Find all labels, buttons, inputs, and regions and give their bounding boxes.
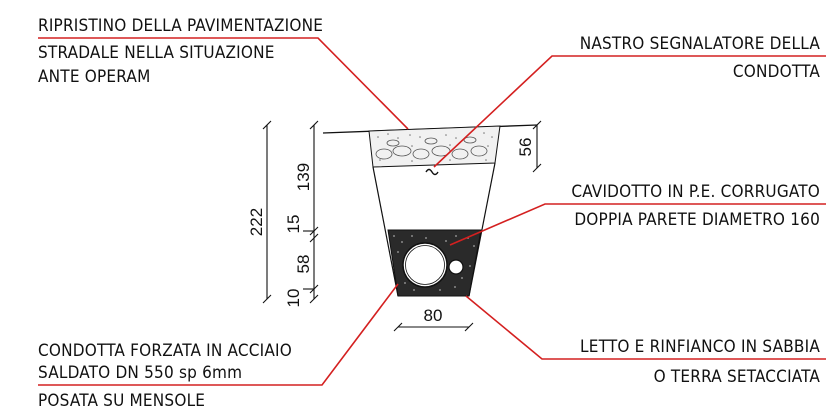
steel-pipe xyxy=(402,242,448,288)
label-condotta-line2: SALDATO DN 550 sp 6mm xyxy=(38,363,242,383)
trench-section xyxy=(322,124,538,297)
label-cavidotto-line2: DOPPIA PARETE DIAMETRO 160 xyxy=(574,210,820,230)
conduit-pipe xyxy=(448,259,464,275)
label-nastro-line2: CONDOTTA xyxy=(733,62,820,82)
steel-pipe-inner xyxy=(405,245,445,285)
leader-nastro xyxy=(433,55,826,168)
dim-bottom-width: 80 xyxy=(424,306,443,325)
label-ripristino-line1: RIPRISTINO DELLA PAVIMENTAZIONE xyxy=(38,16,323,36)
dimensions xyxy=(262,120,542,332)
label-nastro-line1: NASTRO SEGNALATORE DELLA xyxy=(580,34,821,54)
label-letto-line1: LETTO E RINFIANCO IN SABBIA xyxy=(580,337,820,357)
dim-fill-depth: 139 xyxy=(294,163,313,191)
dim-bedding: 58 xyxy=(294,255,313,274)
dim-pavement: 56 xyxy=(516,138,535,157)
dimension-values: 222 139 15 58 10 56 80 xyxy=(247,138,535,325)
label-ripristino: RIPRISTINO DELLA PAVIMENTAZIONE STRADALE… xyxy=(38,16,323,87)
label-condotta-line3: POSATA SU MENSOLE xyxy=(38,391,205,411)
label-nastro: NASTRO SEGNALATORE DELLA CONDOTTA xyxy=(580,34,821,82)
label-condotta-line1: CONDOTTA FORZATA IN ACCIAIO xyxy=(38,341,292,361)
trench-wall-left xyxy=(372,166,399,297)
label-condotta: CONDOTTA FORZATA IN ACCIAIO SALDATO DN 5… xyxy=(38,341,292,411)
leader-condotta xyxy=(38,283,399,386)
label-cavidotto-line1: CAVIDOTTO IN P.E. CORRUGATO xyxy=(571,182,820,202)
dim-total-depth: 222 xyxy=(247,208,266,236)
leader-ripristino xyxy=(38,37,409,130)
dim-gap: 15 xyxy=(284,215,303,234)
pavement-speckle xyxy=(377,132,493,162)
warning-tape-symbol xyxy=(425,168,439,176)
label-ripristino-line2: STRADALE NELLA SITUAZIONE xyxy=(38,43,275,63)
leader-letto xyxy=(465,295,826,360)
dim-base: 10 xyxy=(284,289,303,308)
label-letto: LETTO E RINFIANCO IN SABBIA O TERRA SETA… xyxy=(580,337,820,387)
pavement-layer xyxy=(368,125,501,168)
label-ripristino-line3: ANTE OPERAM xyxy=(38,67,150,87)
leader-cavidotto xyxy=(449,203,826,246)
leader-lines xyxy=(38,37,826,386)
label-letto-line2: O TERRA SETACCIATA xyxy=(654,367,821,387)
label-cavidotto: CAVIDOTTO IN P.E. CORRUGATO DOPPIA PARET… xyxy=(571,182,820,230)
